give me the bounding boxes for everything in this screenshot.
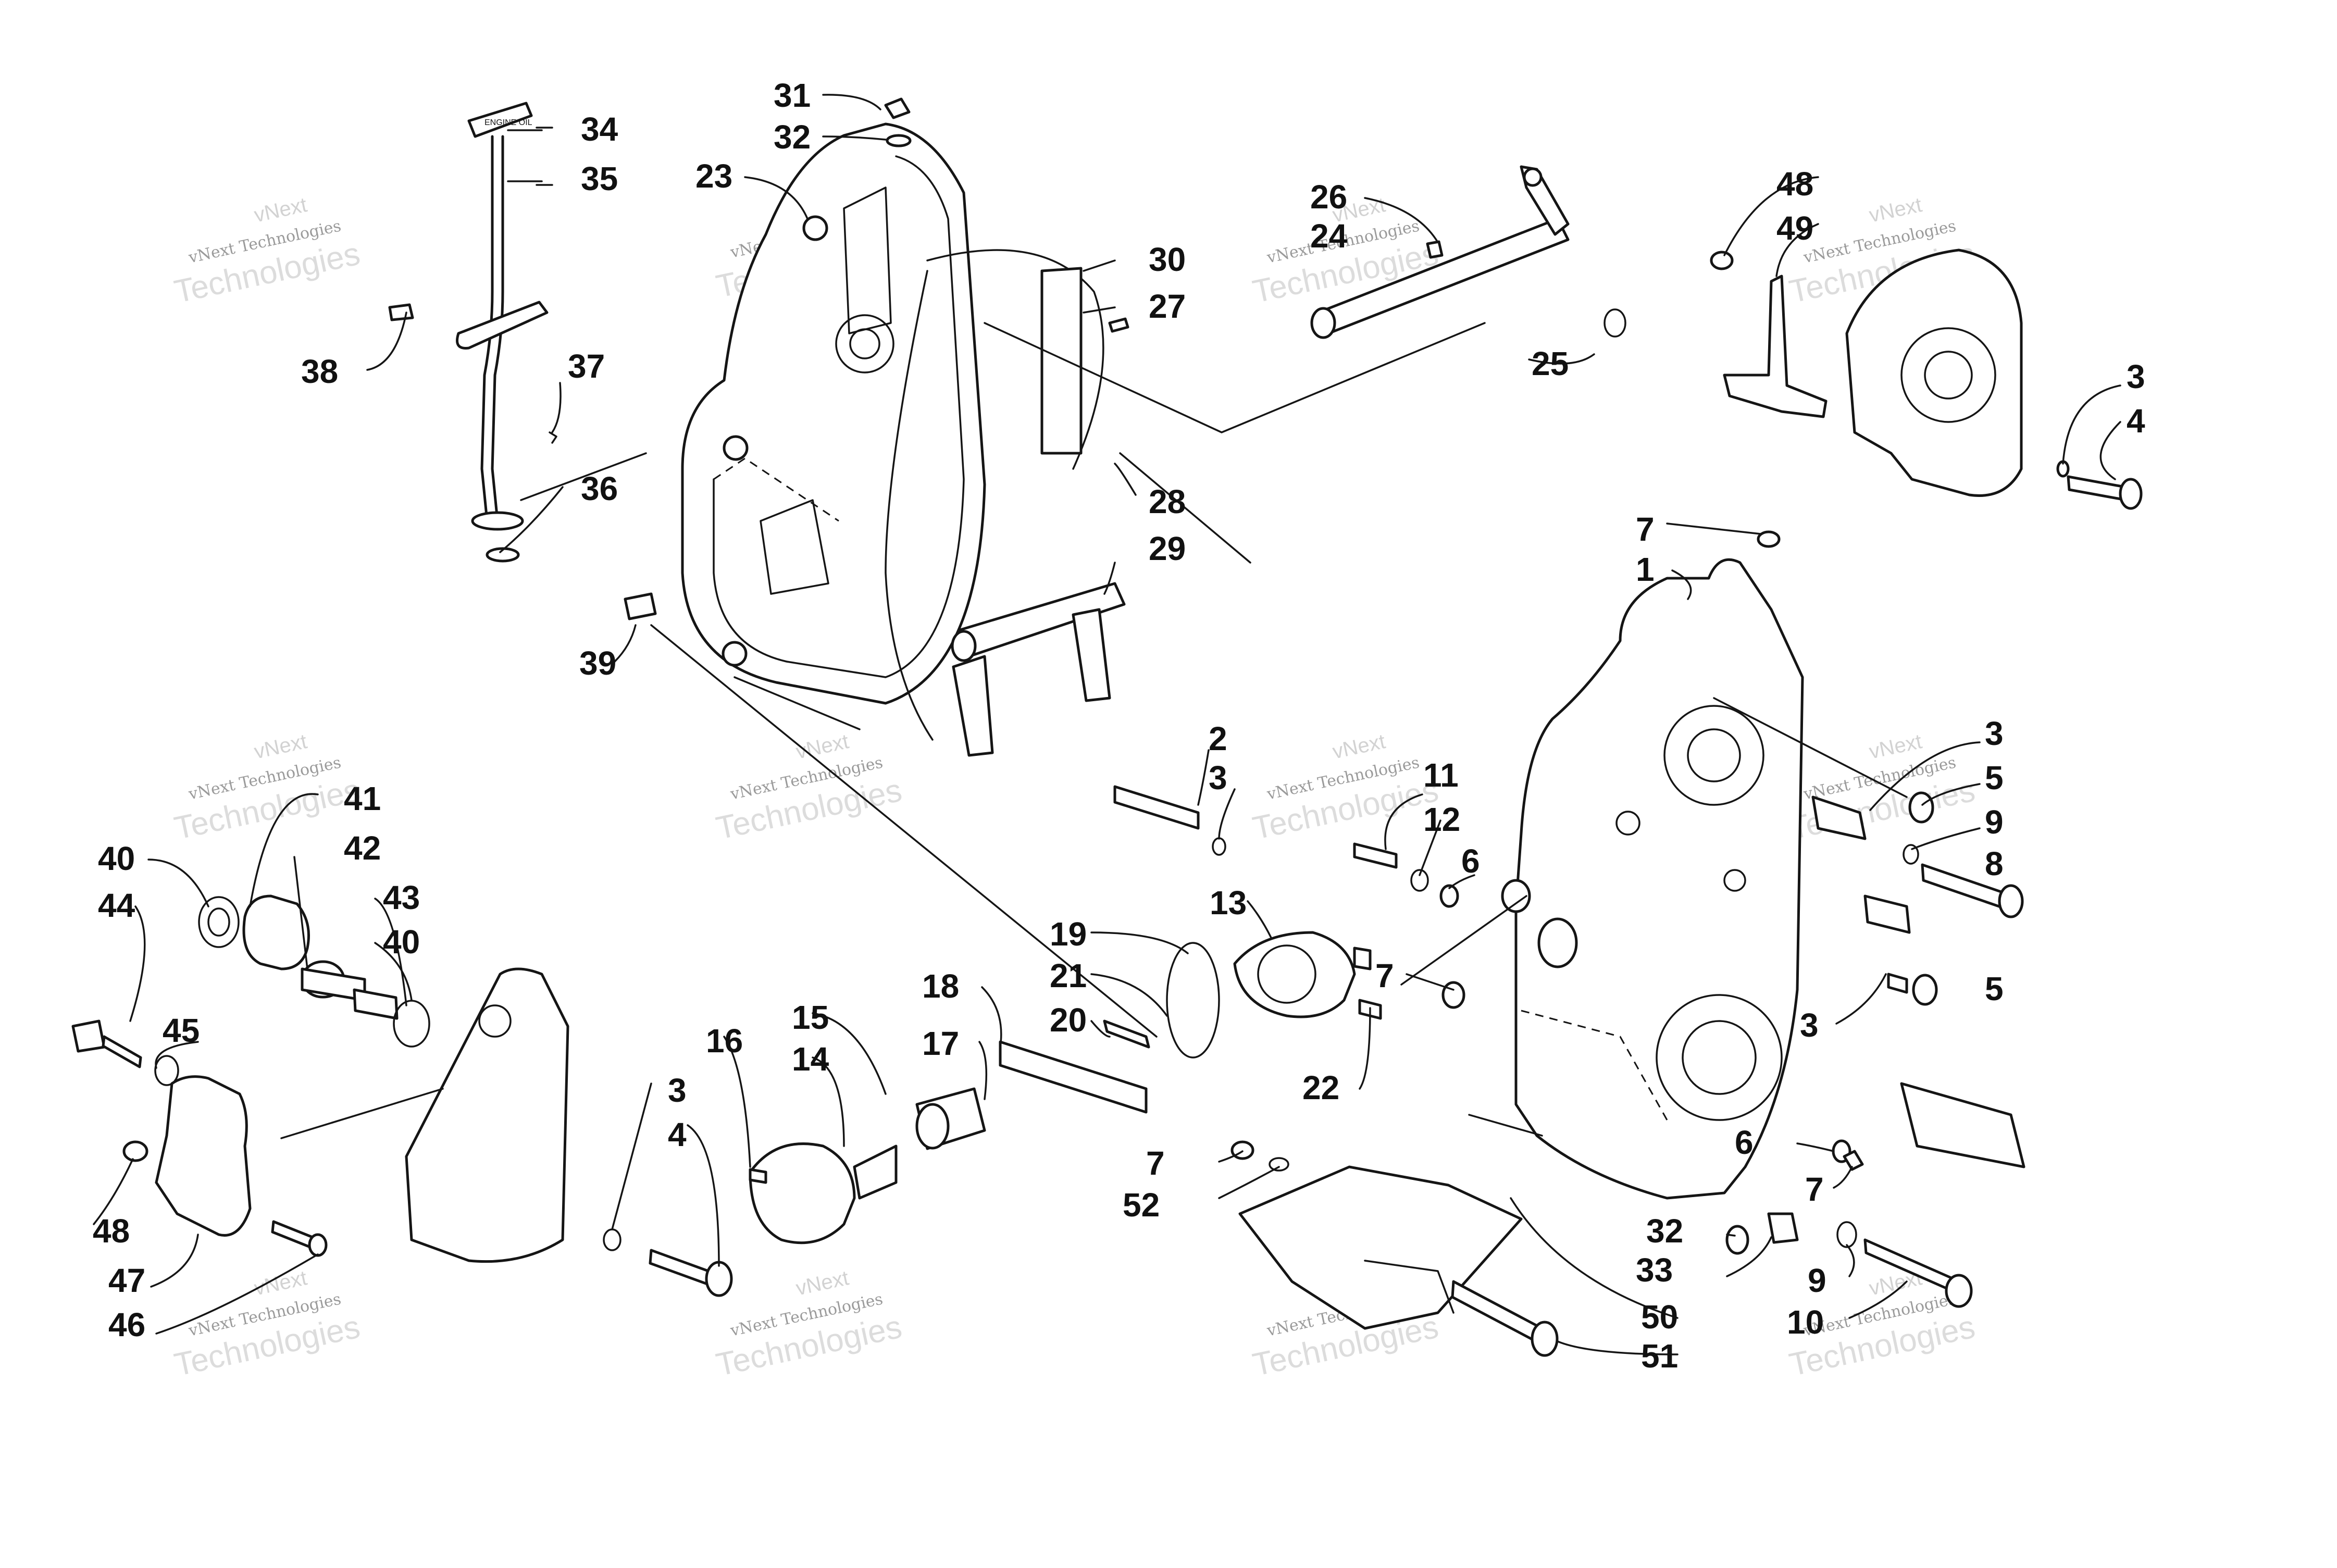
part-callout: 46 bbox=[108, 1306, 145, 1343]
part-callout: 3 bbox=[668, 1072, 687, 1109]
part-callout: 20 bbox=[1050, 1001, 1087, 1039]
dipstick-handle-imprint: ENGINE OIL bbox=[484, 118, 532, 127]
part-callout: 9 bbox=[1808, 1262, 1826, 1299]
part-callout: 33 bbox=[1636, 1251, 1673, 1289]
part-callout: 5 bbox=[1985, 970, 2004, 1007]
part-callout: 9 bbox=[1985, 803, 2004, 841]
part-callout: 39 bbox=[579, 644, 616, 682]
part-callout: 17 bbox=[922, 1025, 959, 1062]
part-callout: 44 bbox=[98, 887, 135, 924]
watermark-line-1: vNext bbox=[252, 1266, 309, 1300]
part-callout: 43 bbox=[383, 879, 420, 916]
part-callout: 21 bbox=[1050, 957, 1087, 994]
watermark-line-1: vNext bbox=[1331, 730, 1387, 763]
part-callout: 7 bbox=[1146, 1144, 1165, 1182]
upper-right-bracket bbox=[1710, 248, 2143, 510]
part-callout: 6 bbox=[1461, 842, 1480, 880]
main-case bbox=[1501, 530, 1804, 1200]
part-callout: 1 bbox=[1636, 551, 1655, 588]
part-callout: 42 bbox=[344, 829, 381, 867]
part-callout: 31 bbox=[774, 77, 811, 114]
gasket-and-lever bbox=[951, 267, 1129, 757]
part-callout: 8 bbox=[1985, 845, 2004, 882]
part-callout: 4 bbox=[668, 1116, 687, 1153]
part-callout: 48 bbox=[1776, 165, 1813, 203]
leader-lines bbox=[93, 94, 2121, 1355]
part-callout: 45 bbox=[163, 1012, 200, 1049]
part-callout: 48 bbox=[93, 1212, 130, 1250]
right-side-hardware bbox=[1725, 791, 2025, 1308]
watermark-line-1: vNext bbox=[1867, 730, 1924, 763]
part-callout: 16 bbox=[706, 1022, 743, 1060]
part-callout: 13 bbox=[1210, 884, 1247, 922]
part-callout: 36 bbox=[581, 470, 618, 507]
part-callout: 5 bbox=[1985, 759, 2004, 797]
watermark-line-1: vNext bbox=[252, 730, 309, 763]
part-callout: 38 bbox=[301, 353, 338, 390]
part-callout: 41 bbox=[344, 780, 381, 817]
part-callout: 50 bbox=[1641, 1298, 1678, 1336]
part-callout: 24 bbox=[1310, 217, 1348, 255]
part-callout: 22 bbox=[1302, 1069, 1339, 1106]
part-callout: 11 bbox=[1423, 756, 1459, 794]
part-callout: 37 bbox=[568, 347, 605, 385]
part-callout: 49 bbox=[1776, 209, 1813, 247]
part-callout: 10 bbox=[1787, 1303, 1824, 1341]
part-callout: 7 bbox=[1805, 1171, 1824, 1208]
part-callout: 30 bbox=[1149, 241, 1186, 278]
part-callout: 25 bbox=[1532, 345, 1569, 382]
watermark-line-1: vNext bbox=[794, 730, 851, 763]
part-callout: 26 bbox=[1310, 178, 1347, 216]
part-callout: 12 bbox=[1423, 801, 1460, 838]
center-hardware bbox=[749, 785, 1465, 1245]
part-callout: 51 bbox=[1641, 1337, 1678, 1375]
part-callout: 3 bbox=[1209, 759, 1227, 797]
dipstick-assembly: ENGINE OIL bbox=[388, 102, 557, 563]
part-callout: 27 bbox=[1149, 288, 1186, 325]
lower-bracket bbox=[1230, 1140, 1559, 1357]
part-callout: 7 bbox=[1636, 511, 1655, 548]
shift-shaft bbox=[1310, 165, 1626, 339]
part-callout: 3 bbox=[1985, 715, 2004, 752]
part-callout: 15 bbox=[792, 999, 829, 1036]
upper-cover-assembly bbox=[624, 97, 1104, 741]
watermark-line-1: vNext bbox=[1867, 193, 1924, 227]
part-callout: 32 bbox=[774, 118, 811, 156]
part-callout: 35 bbox=[581, 160, 618, 197]
left-hardware bbox=[71, 894, 733, 1297]
watermark-line-1: vNext bbox=[252, 193, 309, 227]
part-callout: 2 bbox=[1209, 720, 1227, 757]
part-callout: 52 bbox=[1123, 1186, 1160, 1224]
part-callout: 29 bbox=[1149, 530, 1186, 567]
part-callout: 3 bbox=[1800, 1006, 1819, 1044]
part-callout: 18 bbox=[922, 967, 959, 1005]
part-callout: 19 bbox=[1050, 915, 1087, 953]
part-callout: 4 bbox=[2127, 402, 2145, 440]
part-callout: 23 bbox=[695, 157, 732, 195]
part-callout: 3 bbox=[2127, 358, 2145, 395]
part-callout: 40 bbox=[98, 840, 135, 877]
part-callout: 34 bbox=[581, 110, 618, 148]
part-callout: 7 bbox=[1375, 957, 1394, 994]
part-callout: 47 bbox=[108, 1262, 145, 1299]
part-callout: 32 bbox=[1646, 1212, 1683, 1250]
watermark-line-1: vNext bbox=[794, 1266, 851, 1300]
part-callout: 40 bbox=[383, 923, 420, 961]
part-callout: 14 bbox=[792, 1040, 829, 1078]
part-callout: 28 bbox=[1149, 483, 1186, 520]
part-callout: 6 bbox=[1735, 1124, 1754, 1161]
